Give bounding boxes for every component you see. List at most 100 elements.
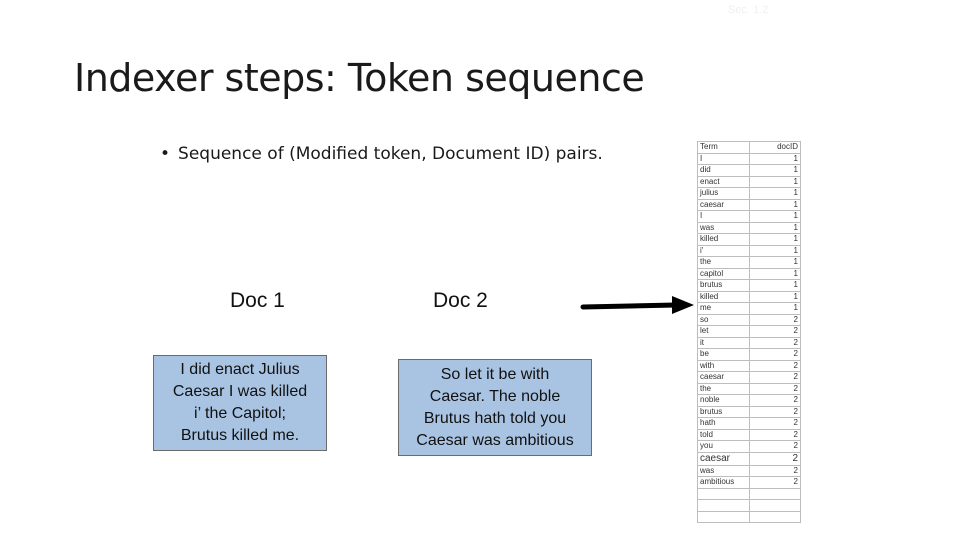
- term-cell: was: [697, 221, 750, 234]
- docid-cell: [749, 510, 801, 523]
- term-cell: enact: [697, 175, 750, 188]
- docid-cell: 2: [749, 348, 801, 361]
- term-cell: the: [697, 382, 750, 395]
- term-cell: ambitious: [697, 476, 750, 489]
- docid-cell: 1: [749, 233, 801, 246]
- term-cell: i': [697, 244, 750, 257]
- term-cell: so: [697, 313, 750, 326]
- term-cell: let: [697, 325, 750, 338]
- docid-cell: 2: [749, 325, 801, 338]
- docid-cell: 2: [749, 359, 801, 372]
- term-cell: me: [697, 302, 750, 315]
- term-cell: capitol: [697, 267, 750, 280]
- docid-cell: [749, 499, 801, 512]
- table-empty-row: [697, 487, 801, 500]
- right-arrow-icon: [580, 296, 694, 314]
- doc2-text-box: So let it be with Caesar. The noble Brut…: [398, 359, 592, 456]
- docid-cell: 2: [749, 451, 801, 466]
- term-cell: was: [697, 464, 750, 477]
- term-cell: with: [697, 359, 750, 372]
- table-empty-row: [697, 510, 801, 523]
- docid-cell: [749, 487, 801, 500]
- docid-cell: 1: [749, 187, 801, 200]
- bullet-text: Sequence of (Modified token, Document ID…: [178, 144, 603, 164]
- doc2-label: Doc 2: [433, 289, 488, 312]
- term-cell: brutus: [697, 279, 750, 292]
- bullet-point: • Sequence of (Modified token, Document I…: [160, 144, 603, 164]
- docid-cell: 1: [749, 256, 801, 269]
- docid-cell: 2: [749, 336, 801, 349]
- docid-cell: 1: [749, 164, 801, 177]
- docid-cell: 2: [749, 382, 801, 395]
- term-cell: caesar: [697, 198, 750, 211]
- docid-cell: 1: [749, 210, 801, 223]
- bullet-icon: •: [160, 144, 171, 164]
- slide-title: Indexer steps: Token sequence: [74, 56, 645, 100]
- docid-cell: 1: [749, 175, 801, 188]
- term-cell: I: [697, 152, 750, 165]
- docid-cell: 1: [749, 302, 801, 315]
- term-cell: noble: [697, 394, 750, 407]
- term-cell: brutus: [697, 405, 750, 418]
- docid-cell: 2: [749, 371, 801, 384]
- doc1-label: Doc 1: [230, 289, 285, 312]
- table-header-row: Term docID: [697, 141, 801, 154]
- term-cell: [697, 487, 750, 500]
- docid-cell: 1: [749, 244, 801, 257]
- docid-cell: 1: [749, 267, 801, 280]
- docid-cell: 1: [749, 279, 801, 292]
- term-cell: [697, 510, 750, 523]
- docid-cell: 1: [749, 290, 801, 303]
- table-row: i'1: [697, 244, 801, 257]
- term-cell: killed: [697, 233, 750, 246]
- table-empty-row: [697, 499, 801, 512]
- slide-section-number: Sec. 1.2: [728, 4, 769, 16]
- docid-cell: 2: [749, 464, 801, 477]
- term-cell: the: [697, 256, 750, 269]
- docid-cell: 1: [749, 198, 801, 211]
- term-cell: killed: [697, 290, 750, 303]
- term-cell: you: [697, 440, 750, 453]
- docid-cell: 2: [749, 405, 801, 418]
- doc1-text-box: I did enact Julius Caesar I was killed i…: [153, 355, 327, 451]
- docid-cell: 2: [749, 428, 801, 441]
- term-cell: be: [697, 348, 750, 361]
- header-term: Term: [697, 141, 750, 154]
- term-cell: hath: [697, 417, 750, 430]
- term-cell: julius: [697, 187, 750, 200]
- docid-cell: 2: [749, 313, 801, 326]
- term-cell: it: [697, 336, 750, 349]
- docid-cell: 2: [749, 417, 801, 430]
- term-cell: caesar: [697, 371, 750, 384]
- docid-cell: 1: [749, 221, 801, 234]
- docid-cell: 2: [749, 440, 801, 453]
